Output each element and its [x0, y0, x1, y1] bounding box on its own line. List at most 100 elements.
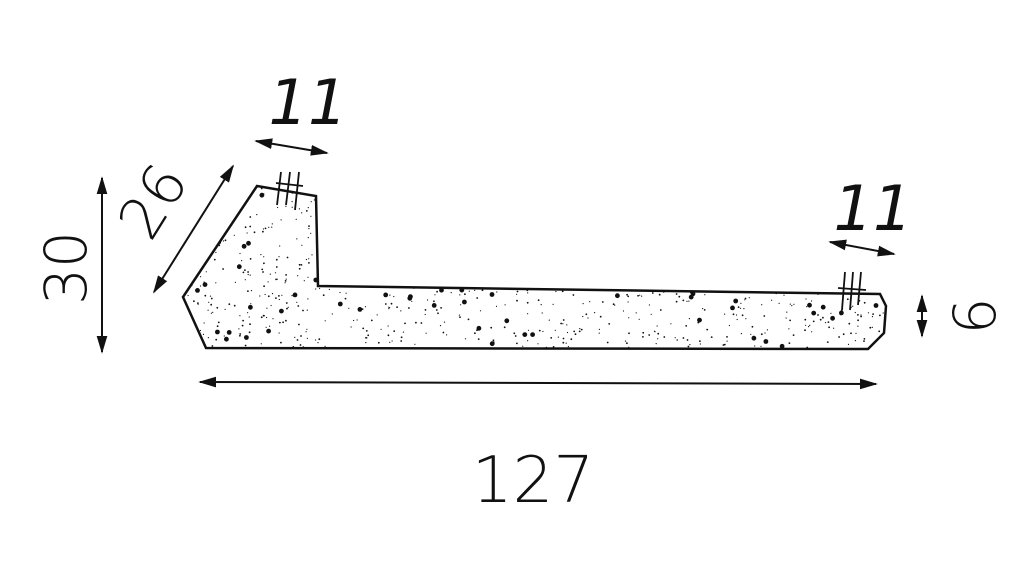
stipple-dot	[751, 335, 757, 341]
stipple-dot	[271, 226, 273, 228]
stipple-dot	[362, 327, 365, 330]
stipple-dot	[763, 339, 769, 344]
stipple-dot	[479, 310, 482, 312]
stipple-dot	[737, 306, 740, 308]
stipple-dot	[207, 309, 209, 311]
stipple-dot	[298, 263, 301, 266]
stipple-dot	[218, 244, 221, 247]
height-dimension-label: 30	[32, 231, 100, 305]
stipple-dot	[244, 335, 249, 340]
stipple-dot	[656, 325, 658, 327]
stipple-dot	[805, 324, 807, 326]
stipple-dot	[284, 282, 286, 284]
stipple-dot	[285, 274, 287, 276]
stipple-dot	[239, 334, 241, 337]
stipple-dot	[296, 301, 298, 303]
stipple-dot	[699, 340, 701, 342]
stipple-dot	[267, 295, 270, 298]
stipple-dot	[256, 214, 258, 216]
stipple-dot	[542, 330, 544, 333]
stipple-dot	[244, 344, 247, 347]
stipple-dot	[697, 317, 702, 323]
stipple-dot	[216, 325, 219, 328]
stipple-dot	[279, 321, 281, 324]
stipple-dot	[285, 302, 288, 304]
stipple-dot	[291, 192, 293, 194]
stipple-dot	[582, 315, 584, 318]
stipple-dot	[760, 345, 762, 347]
stipple-dot	[882, 312, 884, 314]
stipple-dot	[838, 336, 840, 338]
stipple-dot	[847, 343, 850, 345]
stipple-dot	[524, 288, 526, 290]
stipple-dot	[203, 322, 205, 324]
stipple-dot	[786, 311, 788, 313]
stipple-dot	[197, 303, 199, 305]
stipple-dot	[269, 273, 271, 275]
stipple-dot	[306, 337, 308, 339]
stipple-dot	[627, 295, 630, 298]
stipple-dot	[296, 339, 299, 341]
stipple-dot	[266, 307, 268, 309]
stipple-dot	[522, 332, 528, 337]
stipple-dot	[817, 314, 819, 316]
stipple-dot	[804, 329, 806, 332]
stipple-dot	[328, 288, 330, 291]
stipple-dot	[437, 312, 439, 315]
stipple-dot	[628, 317, 630, 319]
stipple-dot	[311, 254, 313, 256]
stipple-dot	[527, 292, 529, 294]
stipple-dot	[400, 340, 403, 342]
stipple-dot	[582, 303, 584, 305]
stipple-dot	[200, 285, 202, 287]
stipple-dot	[247, 271, 250, 273]
stipple-dot	[294, 336, 296, 338]
stipple-dot	[331, 313, 333, 315]
stipple-dot	[573, 330, 576, 333]
stipple-dot	[566, 324, 568, 326]
stipple-dot	[307, 237, 309, 239]
stipple-dot	[496, 291, 498, 293]
stipple-dot	[830, 315, 835, 321]
stipple-dot	[704, 294, 706, 296]
stipple-dot	[690, 292, 692, 294]
stipple-dot	[439, 287, 444, 293]
stipple-dot	[420, 322, 423, 324]
stipple-dot	[244, 269, 246, 271]
stipple-dot	[226, 330, 232, 335]
stipple-dot	[253, 231, 256, 234]
stipple-dot	[562, 323, 564, 325]
top-flange-ticks	[275, 171, 304, 211]
stipple-dot	[287, 306, 289, 308]
stipple-dot	[215, 282, 217, 284]
stipple-dot	[474, 289, 476, 291]
stipple-dot	[688, 318, 691, 320]
stipple-dot	[400, 310, 402, 312]
stipple-dot	[545, 346, 548, 349]
stipple-dot	[249, 323, 251, 326]
stipple-dot	[439, 325, 442, 327]
stipple-dot	[298, 208, 300, 210]
stipple-dot	[830, 312, 832, 314]
stipple-dot	[676, 339, 678, 341]
stipple-dot	[615, 293, 620, 299]
stipple-dot	[733, 298, 739, 304]
stipple-dot	[735, 314, 738, 316]
stipple-dot	[190, 284, 193, 287]
stipple-dot	[250, 303, 252, 305]
stipple-dot	[724, 313, 726, 315]
stipple-dot	[811, 300, 813, 302]
stipple-dot	[275, 278, 277, 281]
stipple-dot	[211, 345, 214, 347]
stipple-dot	[783, 294, 785, 296]
stipple-dot	[260, 187, 263, 190]
stipple-dot	[522, 345, 524, 347]
stipple-dot	[842, 333, 845, 336]
stipple-dot	[393, 295, 395, 298]
stipple-dot	[337, 301, 343, 307]
stipple-dot	[202, 282, 208, 287]
stipple-dot	[744, 297, 747, 300]
stipple-dot	[298, 323, 300, 326]
stipple-dot	[527, 340, 529, 342]
stipple-dot	[878, 330, 881, 333]
